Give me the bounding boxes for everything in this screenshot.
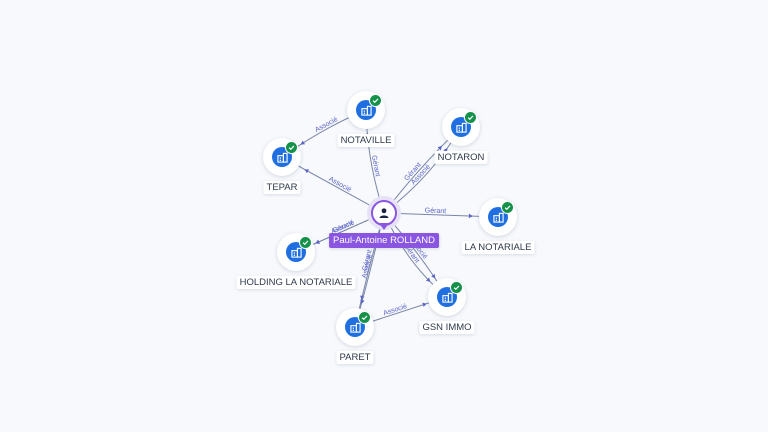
edge-arrow-e10	[422, 302, 427, 307]
person-label: Paul-Antoine ROLLAND	[329, 233, 439, 248]
edge-label-e10: Associé	[383, 303, 409, 317]
company-label: LA NOTARIALE	[461, 241, 535, 254]
edge-label-e4: Gérant	[425, 207, 447, 215]
company-label: NOTAVILLE	[337, 134, 395, 147]
edge-arrow-e11	[300, 140, 306, 145]
edge-arrow-e3	[304, 169, 310, 174]
edge-arrow-e13	[315, 239, 320, 244]
edge-label-e11: Associé	[314, 116, 339, 134]
map-pin-tail	[379, 223, 389, 230]
company-label: PARET	[336, 351, 374, 364]
verified-check-icon	[285, 141, 298, 154]
edge-label-e8: Associé	[361, 254, 374, 280]
edge-label-e3: Associé	[327, 176, 352, 194]
edge-arrow-e4	[468, 213, 473, 219]
edge-label-e1: Gérant	[370, 155, 381, 177]
verified-check-icon	[299, 236, 312, 249]
edge-arrow-e8	[360, 299, 365, 304]
company-label: HOLDING LA NOTARIALE	[236, 276, 356, 289]
verified-check-icon	[358, 311, 371, 324]
company-label: TEPAR	[263, 181, 301, 194]
company-label: NOTARON	[434, 151, 488, 164]
edge-arrow-e2	[437, 145, 443, 151]
verified-check-icon	[464, 111, 477, 124]
company-label: GSN IMMO	[419, 321, 475, 334]
verified-check-icon	[501, 201, 514, 214]
edge-arrow-e6	[431, 273, 436, 279]
verified-check-icon	[369, 94, 382, 107]
edge-arrow-e9	[426, 277, 431, 282]
verified-check-icon	[450, 281, 463, 294]
